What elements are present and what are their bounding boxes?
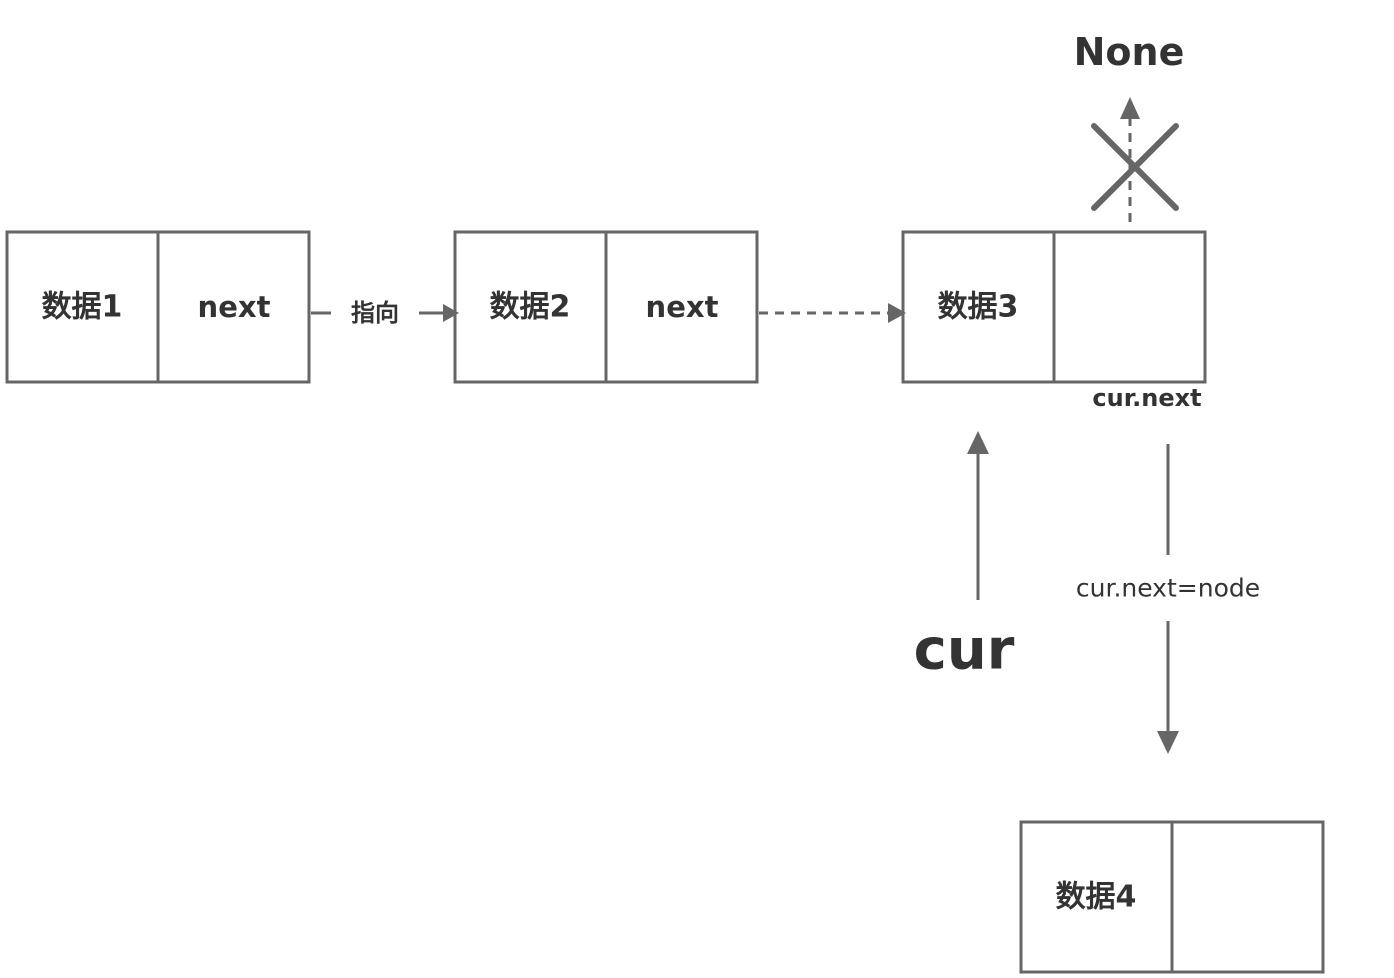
none-link-head	[1120, 97, 1140, 119]
cross-mark-stroke-2	[1091, 123, 1179, 211]
cur-arrow-head	[967, 431, 989, 454]
node-1-data-label: 数据1	[42, 290, 123, 325]
none-label: None	[1074, 30, 1185, 74]
cur-next-label: cur.next	[1092, 384, 1201, 412]
node-2: 数据2 next	[453, 230, 759, 384]
node-3-data-label: 数据3	[938, 290, 1019, 325]
assignment-arrow: cur.next=node	[1076, 444, 1260, 754]
arrow-node2-to-node3	[759, 303, 906, 323]
node-3: 数据3	[901, 230, 1207, 384]
arrow-node1-head	[443, 304, 459, 322]
removed-link-to-none	[1091, 97, 1179, 222]
node-2-next-label: next	[646, 290, 719, 324]
node-2-data-label: 数据2	[490, 290, 571, 325]
node-4: 数据4	[1019, 820, 1325, 974]
arrow-node2-head	[888, 303, 906, 323]
arrow-node1-to-node2: 指向	[311, 299, 459, 327]
node-1: 数据1 next	[5, 230, 311, 384]
assignment-label: cur.next=node	[1076, 574, 1260, 603]
cur-label: cur	[914, 618, 1015, 683]
assignment-arrow-head	[1157, 731, 1179, 754]
cur-pointer-arrow	[967, 431, 989, 600]
node-4-data-label: 数据4	[1056, 880, 1137, 915]
node-1-next-label: next	[198, 290, 271, 324]
points-to-label: 指向	[351, 299, 399, 327]
